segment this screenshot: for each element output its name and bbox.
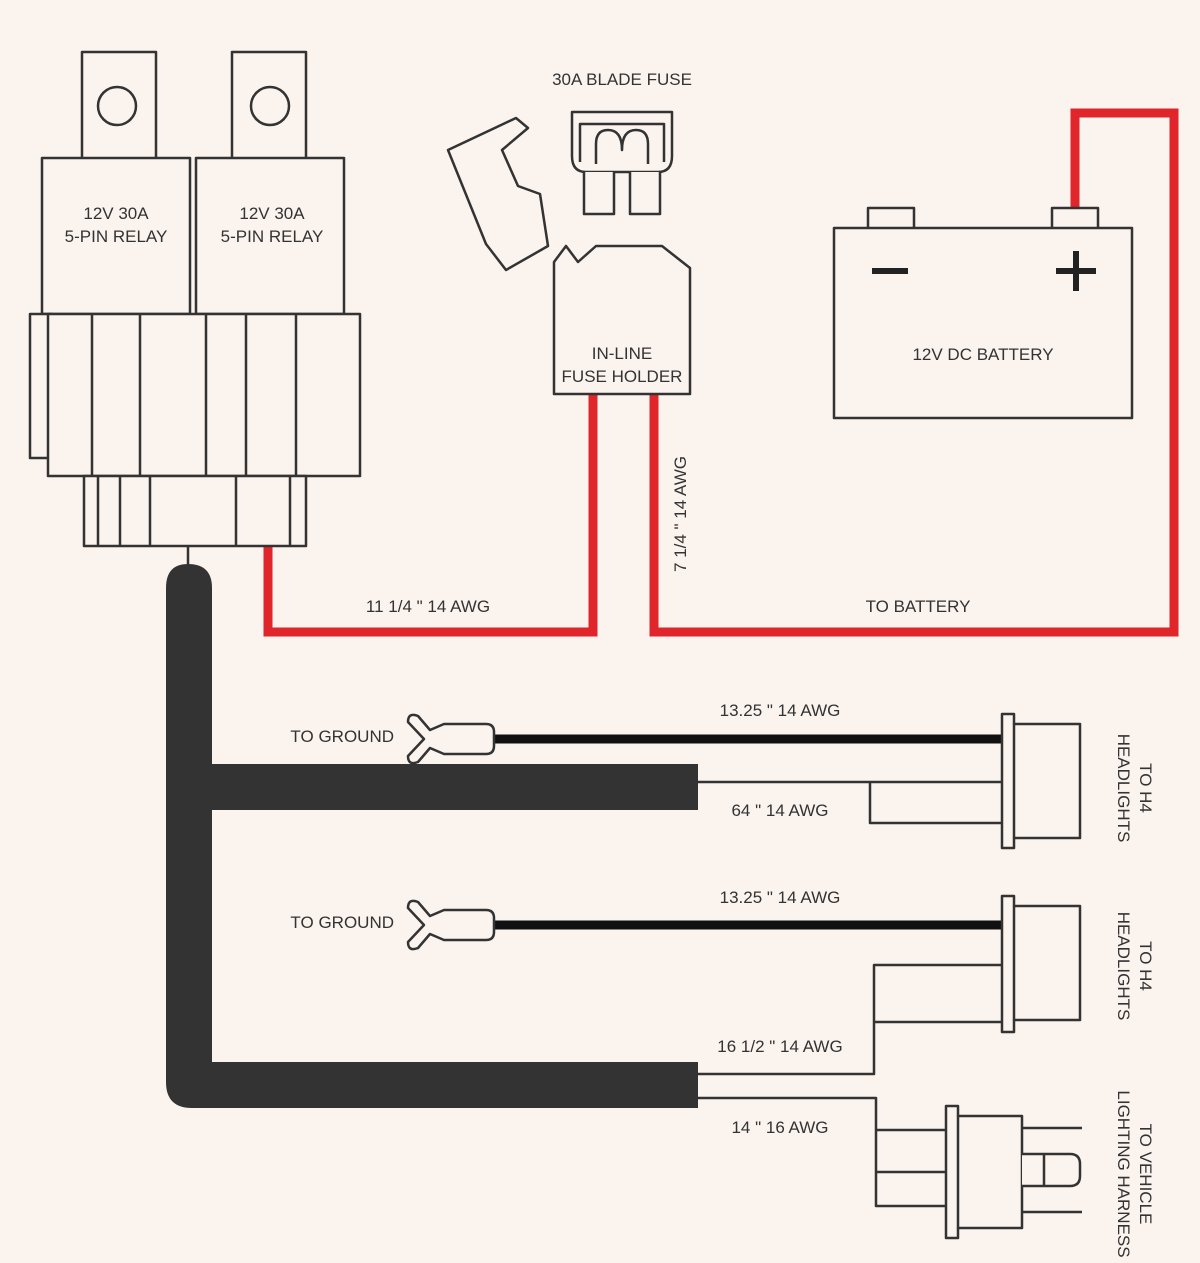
to-vehicle-label-line1: TO VEHICLE	[1136, 1124, 1155, 1225]
ground-wires	[492, 734, 1002, 930]
harness-trunk	[166, 564, 698, 1108]
fuse-to-battery-wire	[649, 108, 1179, 637]
battery-negative-terminal	[866, 206, 916, 232]
battery-minus-symbol	[872, 268, 908, 274]
to-h4-2-label-line2: HEADLIGHTS	[1114, 912, 1133, 1021]
fuse-holder-cap	[446, 116, 550, 272]
to-ground-1-label: TO GROUND	[290, 727, 394, 746]
relay-2-body	[194, 156, 346, 316]
ground-terminal-2	[406, 899, 496, 951]
relay-1-label-line1: 12V 30A	[83, 204, 149, 223]
main-harness	[166, 564, 698, 1108]
ground-1-wire-label: 13.25 " 14 AWG	[720, 701, 841, 720]
relay-1-body	[40, 156, 192, 316]
blade-fuse-label: 30A BLADE FUSE	[552, 70, 692, 89]
to-h4-1-label-line2: HEADLIGHTS	[1114, 734, 1133, 843]
battery-body	[832, 226, 1134, 420]
relay-1-label-line2: 5-PIN RELAY	[65, 227, 168, 246]
relay-block: 12V 30A 5-PIN RELAY 12V 30A 5-PIN RELAY	[28, 50, 362, 580]
battery-positive-terminal	[1050, 206, 1100, 232]
to-h4-1-label-line1: TO H4	[1136, 763, 1155, 813]
relay-2-tab-hole	[249, 85, 291, 127]
fuse-to-battery-label: 7 1/4 " 14 AWG	[671, 456, 690, 572]
fuse-holder-label-line2: FUSE HOLDER	[562, 367, 683, 386]
ground-2-wire-label: 13.25 " 14 AWG	[720, 888, 841, 907]
to-ground-2-label: TO GROUND	[290, 913, 394, 932]
battery-label: 12V DC BATTERY	[912, 345, 1053, 364]
blade-fuse: 30A BLADE FUSE	[552, 70, 692, 216]
power-wires	[263, 108, 1179, 637]
headlight-wires	[698, 780, 1002, 1208]
to-vehicle-label-line2: LIGHTING HARNESS	[1114, 1090, 1133, 1257]
relay-socket	[46, 312, 362, 478]
relay-to-fuse-wire	[263, 392, 598, 637]
wire-labels: 11 1/4 " 14 AWG 7 1/4 " 14 AWG TO BATTER…	[366, 456, 971, 1137]
vehicle-connector	[944, 1104, 1082, 1240]
to-battery-label: TO BATTERY	[866, 597, 971, 616]
destination-labels: TO GROUND TO GROUND TO H4 HEADLIGHTS TO …	[290, 727, 1155, 1258]
battery-plus-v	[1073, 251, 1079, 291]
harness-branch-1	[205, 764, 698, 810]
vehicle-wire-label: 14 " 16 AWG	[731, 1118, 828, 1137]
relay-2-label-line1: 12V 30A	[239, 204, 305, 223]
relay-2-label-line2: 5-PIN RELAY	[221, 227, 324, 246]
headlight-2-wire-label: 16 1/2 " 14 AWG	[717, 1037, 842, 1056]
headlight-1-wire-label: 64 " 14 AWG	[731, 801, 828, 820]
h4-connector-2	[1000, 894, 1082, 1034]
to-h4-2-label-line1: TO H4	[1136, 941, 1155, 991]
fuse-holder-label-line1: IN-LINE	[592, 344, 652, 363]
relay-1-tab-hole	[96, 85, 138, 127]
relay-pins	[82, 474, 308, 548]
relay-to-fuse-label: 11 1/4 " 14 AWG	[366, 597, 490, 616]
ground-terminal-1	[406, 713, 496, 765]
fuse-holder: IN-LINE FUSE HOLDER	[446, 116, 692, 396]
h4-connector-1	[1000, 712, 1082, 850]
battery: 12V DC BATTERY	[832, 206, 1134, 420]
fuse-holder-body	[552, 244, 692, 396]
